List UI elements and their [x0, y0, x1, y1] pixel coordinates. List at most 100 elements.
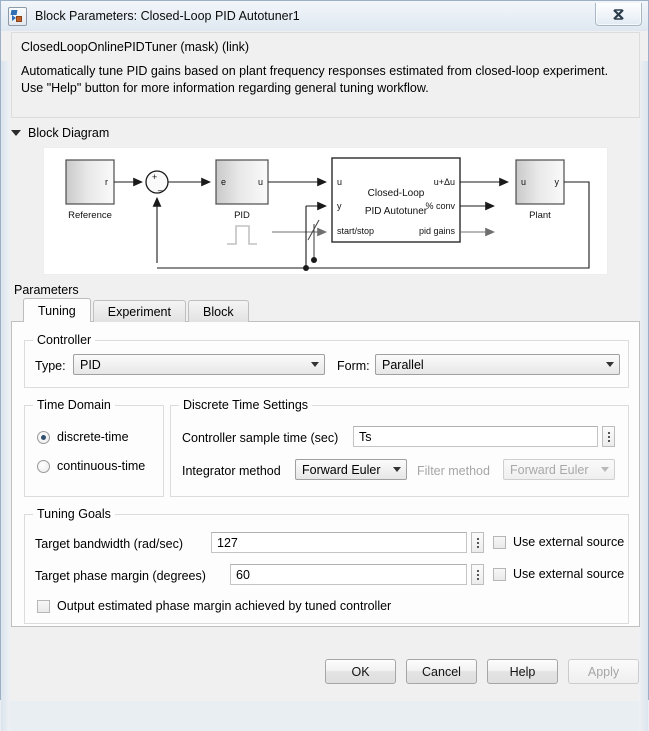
target-phase-margin-more-button[interactable]: [471, 564, 484, 585]
title-bar: Block Parameters: Closed-Loop PID Autotu…: [1, 1, 648, 31]
controller-form-select[interactable]: Parallel: [375, 354, 620, 375]
svg-text:pid gains: pid gains: [419, 226, 456, 236]
discrete-time-settings-group: Discrete Time Settings Controller sample…: [170, 398, 629, 497]
integrator-method-label: Integrator method: [182, 464, 281, 478]
output-estimated-phase-margin-label: Output estimated phase margin achieved b…: [57, 599, 392, 613]
target-phase-margin-input[interactable]: 60: [230, 564, 467, 585]
tab-tuning-label: Tuning: [38, 303, 76, 318]
svg-text:y: y: [337, 201, 342, 211]
time-domain-group-title: Time Domain: [33, 398, 115, 412]
right-edge-shade: [639, 61, 648, 731]
svg-text:Plant: Plant: [529, 210, 551, 221]
target-phase-margin-label: Target phase margin (degrees): [35, 569, 206, 583]
integrator-method-value: Forward Euler: [302, 462, 381, 477]
sample-time-more-button[interactable]: [602, 426, 615, 447]
svg-text:u: u: [337, 177, 342, 187]
block-diagram-label: Block Diagram: [28, 126, 110, 140]
svg-text:Reference: Reference: [68, 210, 112, 221]
phase-margin-external-source-checkbox[interactable]: Use external source: [493, 567, 624, 581]
filter-method-value: Forward Euler: [510, 462, 589, 477]
target-bandwidth-more-button[interactable]: [471, 532, 484, 553]
svg-text:_: _: [157, 181, 164, 192]
block-diagram-canvas: r Reference + _ e u PID: [43, 147, 608, 275]
sample-time-value: Ts: [359, 429, 372, 444]
integrator-method-select[interactable]: Forward Euler: [295, 459, 407, 480]
parameters-label: Parameters: [14, 283, 79, 297]
svg-text:y: y: [555, 177, 560, 187]
checkbox-indicator: [493, 567, 506, 581]
apply-button: Apply: [568, 659, 639, 684]
sample-time-label: Controller sample time (sec): [182, 431, 339, 445]
checkbox-indicator: [493, 535, 506, 549]
controller-form-label: Form:: [337, 359, 370, 373]
parameters-panel: Tuning Experiment Block Controller Type:…: [11, 298, 640, 627]
checkbox-indicator: [37, 599, 50, 613]
filter-method-select: Forward Euler: [503, 459, 615, 480]
dialog-content: ClosedLoopOnlinePIDTuner (mask) (link) A…: [1, 31, 649, 731]
controller-group: Controller Type: PID Form: Parallel: [24, 333, 629, 388]
cancel-button[interactable]: Cancel: [406, 659, 477, 684]
bandwidth-external-source-label: Use external source: [513, 535, 625, 549]
chevron-down-icon: [601, 362, 619, 367]
svg-text:u: u: [521, 177, 526, 187]
svg-text:r: r: [105, 177, 108, 187]
tuning-goals-title: Tuning Goals: [33, 507, 115, 521]
tab-panel-tuning: Controller Type: PID Form: Parallel Time…: [11, 321, 640, 627]
ok-button-label: OK: [351, 664, 370, 679]
tab-experiment-label: Experiment: [107, 304, 171, 319]
chevron-down-icon: [388, 467, 406, 472]
svg-text:u+Δu: u+Δu: [434, 177, 455, 187]
time-domain-group: Time Domain discrete-time continuous-tim…: [24, 398, 164, 497]
controller-type-label: Type:: [35, 359, 66, 373]
cancel-button-label: Cancel: [422, 664, 461, 679]
svg-text:start/stop: start/stop: [337, 226, 374, 236]
phase-margin-external-source-label: Use external source: [513, 567, 625, 581]
svg-text:PID Autotuner: PID Autotuner: [365, 206, 428, 217]
simulink-block-icon: [8, 6, 27, 26]
close-icon[interactable]: [595, 3, 642, 26]
controller-type-value: PID: [80, 357, 101, 372]
mask-description-box: ClosedLoopOnlinePIDTuner (mask) (link) A…: [11, 32, 640, 118]
svg-text:+: +: [152, 172, 157, 182]
radio-discrete-time-label: discrete-time: [57, 430, 129, 444]
svg-text:u: u: [258, 177, 263, 187]
svg-text:PID: PID: [234, 210, 250, 221]
discrete-time-settings-title: Discrete Time Settings: [179, 398, 313, 412]
sample-time-input[interactable]: Ts: [353, 426, 598, 447]
tab-tuning[interactable]: Tuning: [23, 298, 91, 322]
target-bandwidth-value: 127: [217, 535, 238, 550]
chevron-down-icon: [306, 362, 324, 367]
target-bandwidth-input[interactable]: 127: [211, 532, 467, 553]
tab-experiment[interactable]: Experiment: [92, 300, 186, 322]
controller-group-title: Controller: [33, 333, 96, 347]
window-title: Block Parameters: Closed-Loop PID Autotu…: [35, 9, 300, 23]
radio-indicator-continuous: [37, 459, 50, 473]
svg-text:e: e: [221, 177, 226, 187]
radio-continuous-time[interactable]: continuous-time: [37, 459, 145, 473]
target-phase-margin-value: 60: [236, 567, 250, 582]
mask-description-text: Automatically tune PID gains based on pl…: [21, 64, 609, 95]
radio-discrete-time[interactable]: discrete-time: [37, 430, 129, 444]
block-diagram-toggle[interactable]: Block Diagram: [11, 126, 109, 140]
controller-form-value: Parallel: [382, 357, 424, 372]
radio-indicator-discrete: [37, 430, 50, 444]
bandwidth-external-source-checkbox[interactable]: Use external source: [493, 535, 624, 549]
chevron-down-icon: [11, 130, 21, 136]
tab-block-label: Block: [203, 304, 234, 319]
output-estimated-phase-margin-checkbox[interactable]: Output estimated phase margin achieved b…: [37, 599, 391, 613]
tuning-goals-group: Tuning Goals Target bandwidth (rad/sec) …: [24, 507, 629, 624]
help-button-label: Help: [509, 664, 536, 679]
help-button[interactable]: Help: [487, 659, 558, 684]
dialog-button-bar: OK Cancel Help Apply: [1, 643, 649, 701]
svg-text:Closed-Loop: Closed-Loop: [368, 188, 425, 199]
tab-block[interactable]: Block: [188, 300, 249, 322]
chevron-down-icon: [596, 467, 614, 472]
mask-type-title: ClosedLoopOnlinePIDTuner (mask) (link): [21, 40, 250, 54]
ok-button[interactable]: OK: [325, 659, 396, 684]
filter-method-label: Filter method: [417, 464, 490, 478]
tab-strip: Tuning Experiment Block: [23, 298, 249, 322]
left-edge-shade: [1, 61, 10, 731]
controller-type-select[interactable]: PID: [73, 354, 325, 375]
target-bandwidth-label: Target bandwidth (rad/sec): [35, 537, 183, 551]
svg-text:% conv: % conv: [425, 201, 455, 211]
